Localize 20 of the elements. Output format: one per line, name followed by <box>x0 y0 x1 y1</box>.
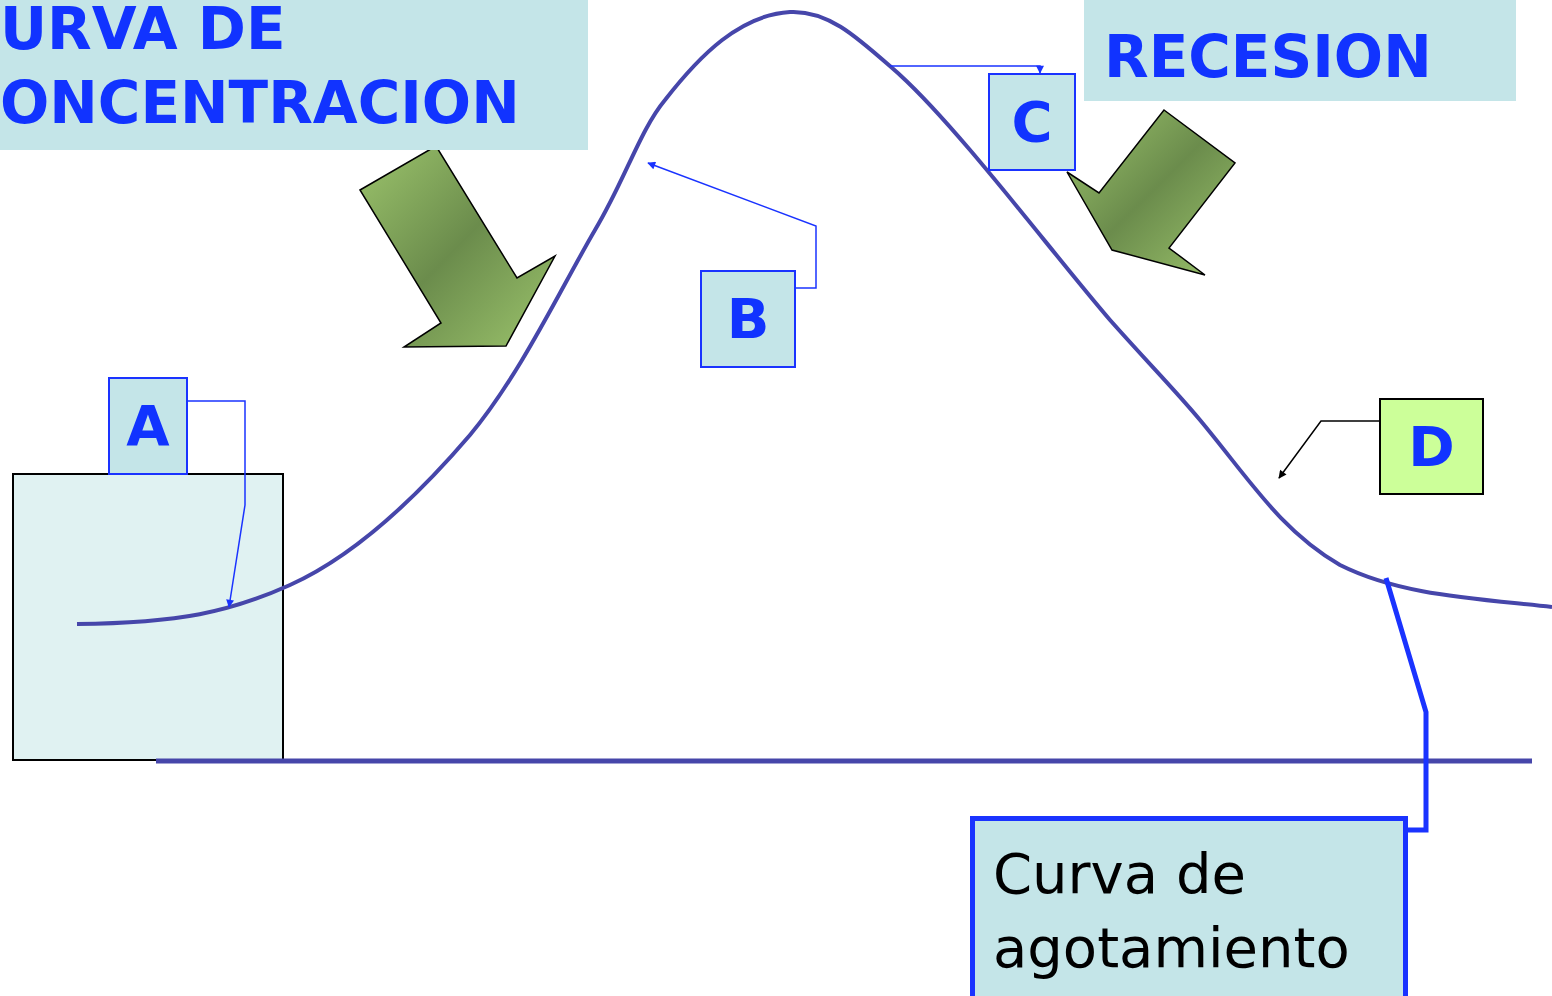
label-text: Curva de agotamiento <box>993 840 1351 982</box>
callout-box <box>1379 398 1484 495</box>
leader-line <box>889 65 1044 74</box>
leader-line <box>187 400 246 608</box>
callout-letter: B <box>725 285 771 353</box>
callout-letter: C <box>1010 88 1054 156</box>
leader-line <box>647 161 817 289</box>
title-box <box>1084 0 1516 101</box>
label-box <box>970 816 1408 996</box>
callout-box <box>700 270 796 368</box>
title-box <box>0 0 588 150</box>
leader-line <box>1383 577 1429 833</box>
title-text: RECESION <box>1104 22 1433 93</box>
callout-letter: D <box>1407 413 1456 481</box>
callout-box <box>108 377 188 475</box>
callout-box <box>988 73 1076 171</box>
leader-line <box>1278 420 1380 479</box>
title-text: URVA DE ONCENTRACION <box>0 0 521 139</box>
callout-letter: A <box>125 392 171 460</box>
shaded-box <box>12 473 284 761</box>
